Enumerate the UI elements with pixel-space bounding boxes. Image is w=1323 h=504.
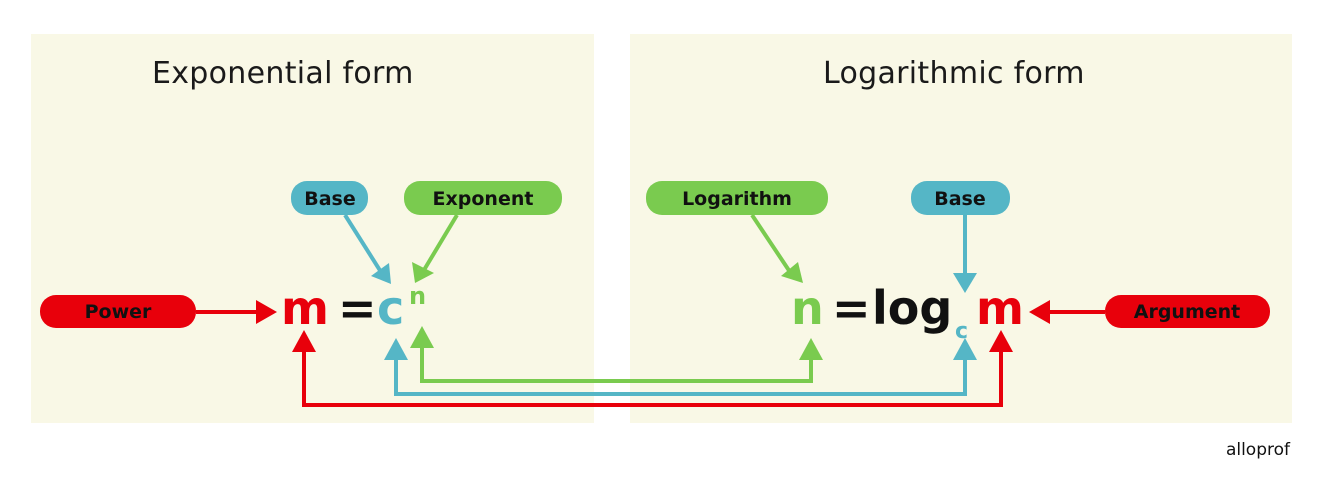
base-label-exponential: Base xyxy=(291,181,391,284)
argument-label: Argument xyxy=(1029,295,1270,328)
log-operator: log xyxy=(872,281,952,335)
arrow-right-icon xyxy=(256,300,277,324)
arrow-down-icon xyxy=(371,263,391,284)
svg-text:Base: Base xyxy=(934,188,986,210)
argument-symbol-m: m xyxy=(976,281,1024,335)
connector-base-to-base xyxy=(384,338,977,396)
log-base-symbol-c: c xyxy=(955,319,968,344)
svg-text:Base: Base xyxy=(304,188,356,210)
equals-sign: = xyxy=(832,281,871,335)
exponent-symbol-n: n xyxy=(409,282,426,310)
svg-text:Argument: Argument xyxy=(1134,301,1241,323)
connector-argument-to-power xyxy=(292,330,1013,407)
svg-text:Exponent: Exponent xyxy=(433,188,534,210)
exponential-form-title: Exponential form xyxy=(152,56,414,91)
power-symbol-m: m xyxy=(281,281,329,335)
base-label-logarithmic: Base xyxy=(911,181,1010,293)
arrowhead-up-icon xyxy=(384,338,408,360)
alloprof-logo: alloprof xyxy=(1225,440,1290,460)
arrow-down-icon xyxy=(412,262,434,283)
arrow-down-icon xyxy=(781,262,803,283)
svg-text:Power: Power xyxy=(85,301,152,323)
arrowhead-up-icon xyxy=(799,338,823,360)
arrow-down-icon xyxy=(953,273,977,293)
logarithm-label: Logarithm xyxy=(646,181,828,283)
exponent-label: Exponent xyxy=(404,181,562,283)
exponential-form-panel xyxy=(31,34,594,423)
svg-text:Logarithm: Logarithm xyxy=(682,188,792,210)
equals-sign: = xyxy=(338,281,377,335)
arrowhead-up-icon xyxy=(989,330,1013,352)
connector-exponent-to-logarithm xyxy=(410,326,823,383)
logarithm-symbol-n: n xyxy=(791,281,824,335)
arrowhead-up-icon xyxy=(953,338,977,360)
power-label: Power xyxy=(40,295,277,328)
arrowhead-up-icon xyxy=(410,326,434,348)
arrowhead-up-icon xyxy=(292,330,316,352)
base-symbol-c: c xyxy=(377,281,404,335)
arrow-left-icon xyxy=(1029,300,1050,324)
logarithmic-form-title: Logarithmic form xyxy=(823,56,1085,91)
